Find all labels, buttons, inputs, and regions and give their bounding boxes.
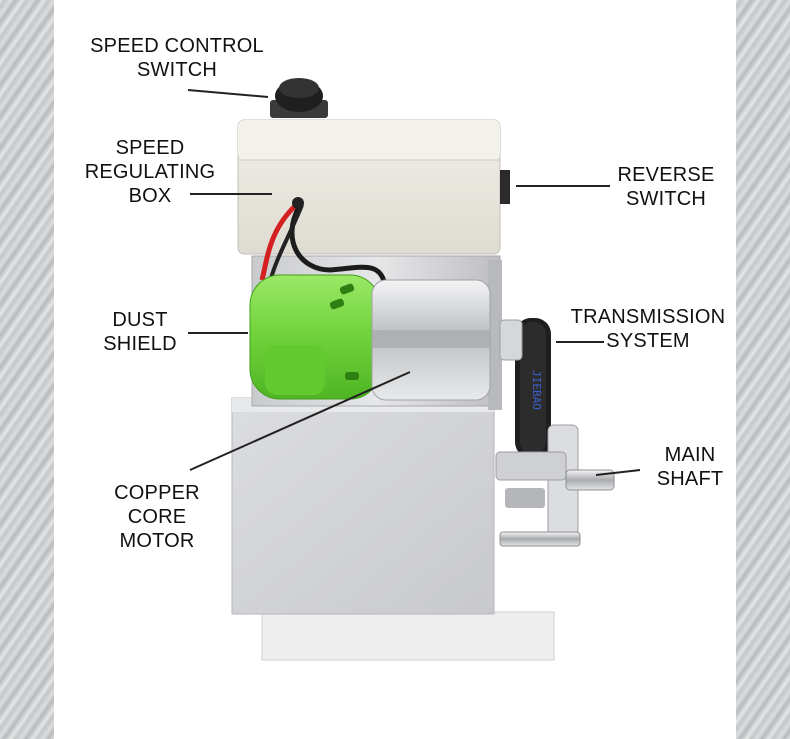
motor-pulley bbox=[499, 319, 523, 361]
label-speed-regulating-box: SPEED REGULATING BOX bbox=[84, 137, 216, 207]
label-main-shaft: MAIN SHAFT bbox=[656, 444, 724, 490]
label-reverse-switch: REVERSE SWITCH bbox=[617, 164, 715, 210]
wire-red bbox=[259, 203, 298, 281]
leader-speed-control bbox=[187, 89, 269, 98]
label-dust-shield: DUST SHIELD bbox=[103, 309, 177, 355]
reverse-switch-shape bbox=[500, 170, 510, 204]
label-speed-control-switch: SPEED CONTROL SWITCH bbox=[90, 35, 264, 81]
background-texture-right bbox=[736, 0, 790, 739]
label-transmission-system: TRANSMISSION SYSTEM bbox=[570, 306, 726, 352]
base-plate bbox=[261, 611, 555, 661]
lower-housing bbox=[231, 397, 495, 615]
leader-motor bbox=[189, 371, 411, 471]
label-copper-core-motor: COPPER CORE MOTOR bbox=[114, 482, 200, 552]
background-texture-left bbox=[0, 0, 54, 739]
belt-text: JIEBAO bbox=[530, 370, 543, 410]
leader-main-shaft bbox=[595, 469, 641, 476]
